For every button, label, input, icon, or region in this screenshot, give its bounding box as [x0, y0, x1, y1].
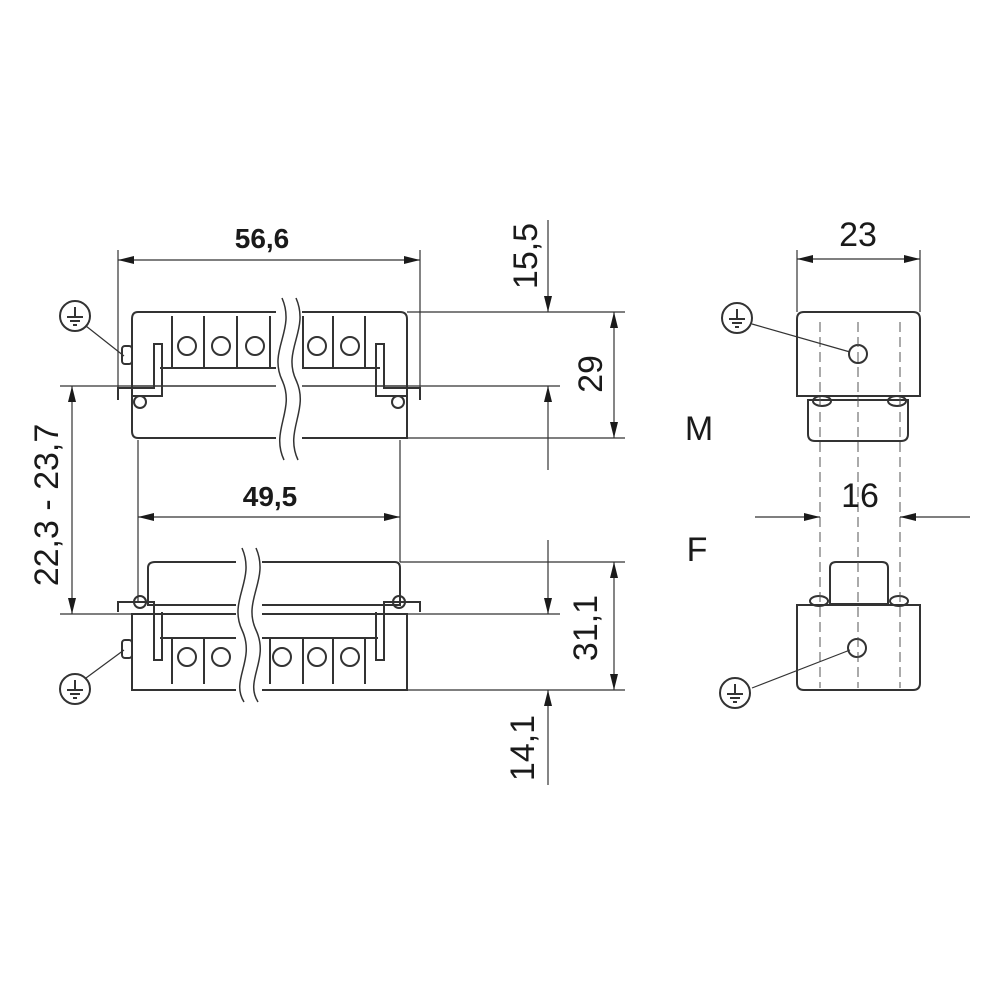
female-right-screw	[392, 595, 406, 609]
male-contact-pin	[211, 336, 231, 356]
female-side-view	[796, 561, 921, 691]
female-contact-socket	[340, 647, 360, 667]
female-contact-socket	[177, 647, 197, 667]
female-break-line	[237, 547, 247, 703]
dim-label-side-width: 23	[839, 216, 877, 254]
male-front-view	[117, 296, 421, 462]
male-right-bracket	[375, 343, 421, 400]
female-front-view	[117, 546, 421, 704]
dim-label-female-bottom-offset: 14,1	[504, 715, 542, 781]
male-body	[131, 311, 408, 439]
male-contact-pin	[177, 336, 197, 356]
ground-symbol-icon	[719, 649, 851, 709]
dim-label-female-height: 31,1	[567, 595, 605, 661]
ground-symbol-icon	[59, 300, 125, 357]
female-right-bracket	[375, 601, 421, 661]
male-contact-pin	[245, 336, 265, 356]
ground-symbol-icon	[59, 649, 125, 705]
ground-symbol-icon	[721, 302, 851, 353]
female-side-earth-screw	[847, 638, 867, 658]
dim-label-mated-range: 22,3 - 23,7	[28, 424, 66, 587]
female-left-screw	[133, 595, 147, 609]
male-contacts	[171, 316, 366, 368]
dim-label-female-width: 49,5	[243, 481, 298, 512]
female-left-bracket	[117, 601, 163, 661]
male-label: M	[685, 410, 713, 448]
dim-label-male-top-offset: 15,5	[507, 223, 545, 289]
female-label: F	[687, 531, 708, 569]
female-body	[147, 561, 401, 606]
female-earth-screw	[121, 639, 133, 659]
side-centerlines	[819, 322, 901, 688]
male-contact-pin	[340, 336, 360, 356]
male-break-line	[277, 297, 287, 461]
male-contact-pin	[307, 336, 327, 356]
dim-label-side-inner-width: 16	[841, 477, 879, 515]
female-contacts	[171, 638, 366, 684]
female-contact-socket	[211, 647, 231, 667]
female-contact-socket	[307, 647, 327, 667]
front-dimensions	[60, 220, 625, 785]
side-dimensions	[755, 250, 970, 521]
dim-label-male-width: 56,6	[235, 223, 290, 254]
male-left-bracket	[117, 343, 163, 400]
male-left-screw	[133, 395, 147, 409]
dim-label-male-height: 29	[572, 355, 610, 393]
female-contact-socket	[272, 647, 292, 667]
male-right-screw	[391, 395, 405, 409]
